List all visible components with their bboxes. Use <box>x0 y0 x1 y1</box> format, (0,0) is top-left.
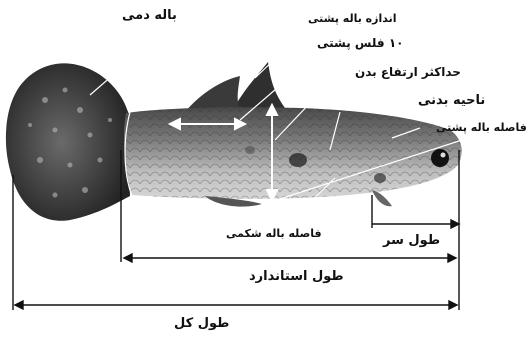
ventral-fin-distance-label: فاصله باله شکمی <box>226 228 322 239</box>
caudal-fin-label: باله دمی <box>122 9 177 22</box>
dorsal-fin-distance-label: فاصله باله پشتی <box>436 122 527 133</box>
dorsal-scales-label: ۱۰ فلس پشتی <box>317 37 404 49</box>
dorsal-fin-rear <box>185 76 240 112</box>
total-length-label: طول کل <box>174 317 229 330</box>
body-region-label: ناحیه بدنی <box>418 94 485 107</box>
max-body-height-label: حداکثر ارتفاع بدن <box>355 66 461 78</box>
head-length-label: طول سر <box>383 234 440 247</box>
eye-icon <box>431 149 449 167</box>
dorsal-fin-size-label: اندازه باله پشتی <box>308 13 397 24</box>
standard-length-label: طول استاندارد <box>249 270 344 283</box>
caudal-fin-shape <box>6 63 130 220</box>
